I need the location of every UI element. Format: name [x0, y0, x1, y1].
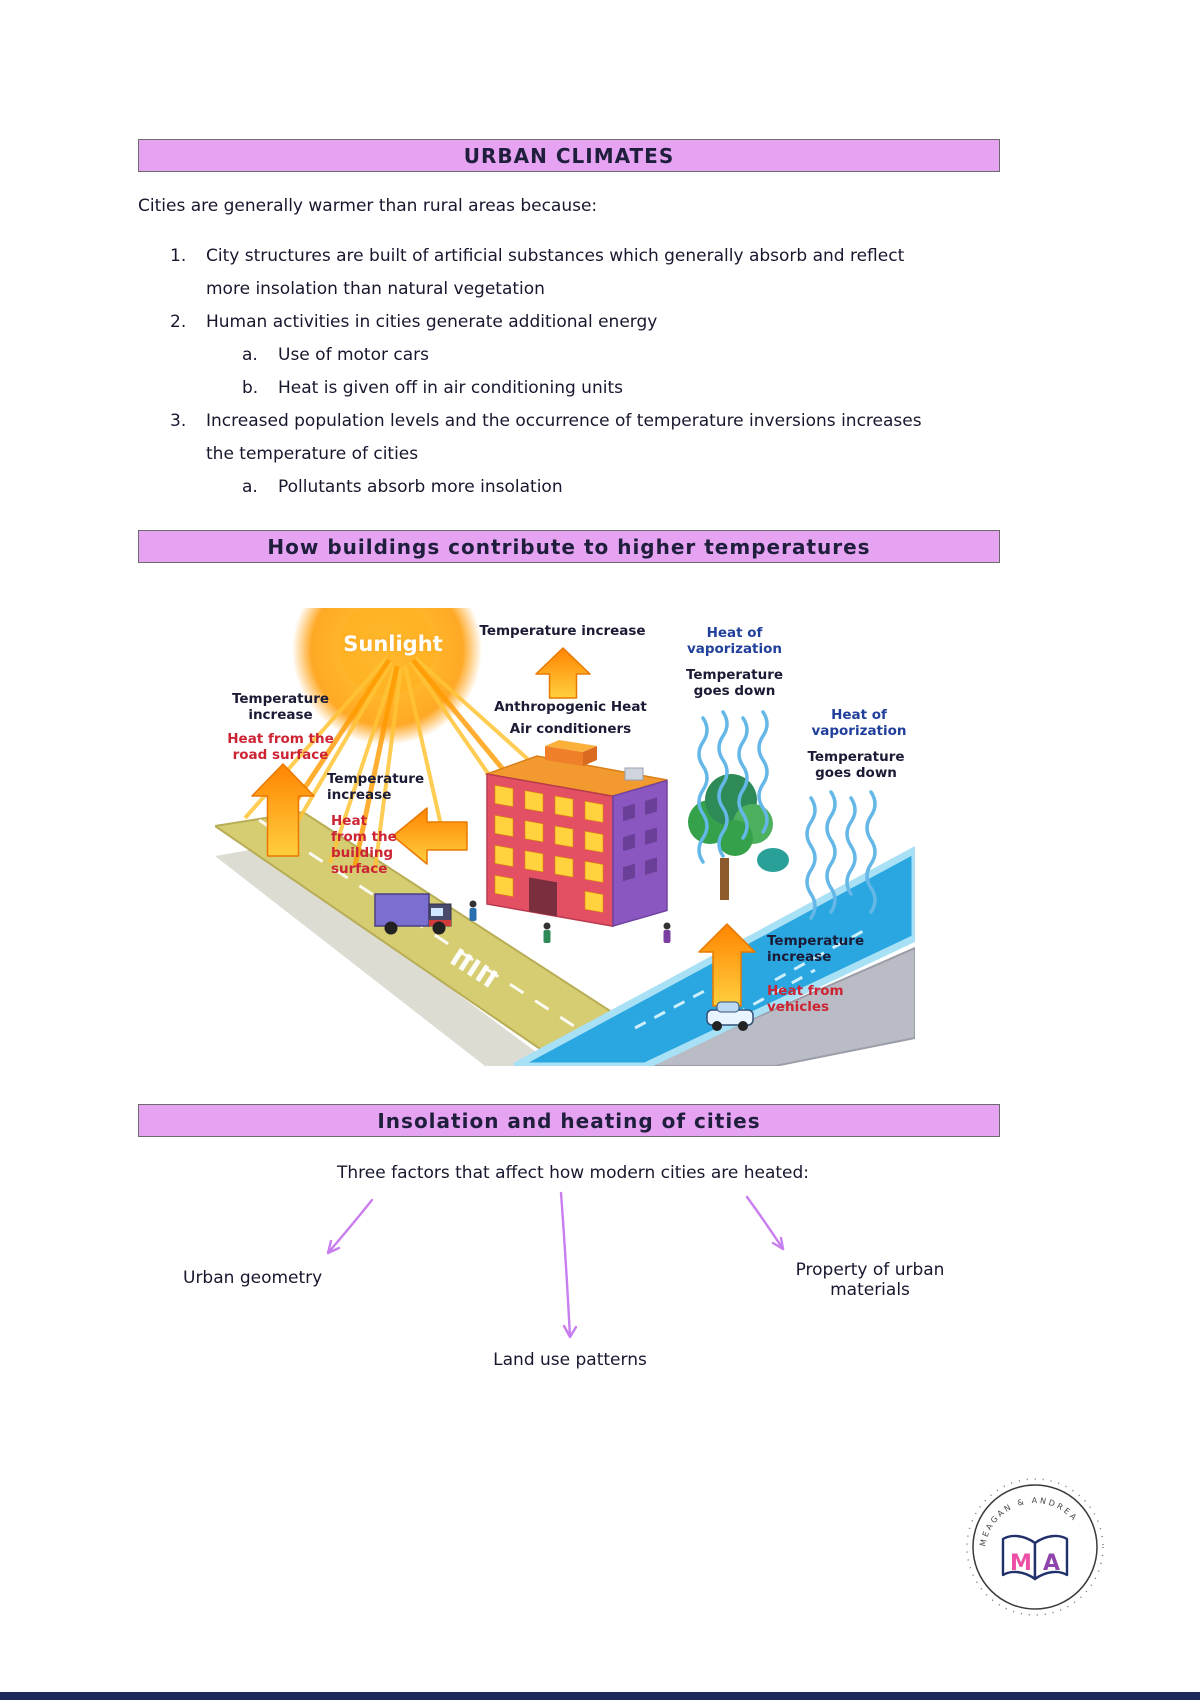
- section-banner-insolation: Insolation and heating of cities: [138, 1104, 1000, 1137]
- label-temperature-increase-top: Temperature increase: [479, 623, 646, 639]
- label-temperature-increase-bottom: Temperature increase: [767, 933, 865, 965]
- factor-property-materials: Property of urban materials: [795, 1260, 945, 1300]
- building-icon: [484, 740, 668, 928]
- list-subitem: a. Use of motor cars: [242, 339, 990, 372]
- list-subitem: b. Heat is given off in air conditioning…: [242, 372, 990, 405]
- arrow-to-urban-geometry: [326, 1198, 374, 1255]
- pedestrians: [469, 900, 671, 943]
- section-title: Insolation and heating of cities: [377, 1108, 761, 1133]
- list-text: Pollutants absorb more insolation: [278, 477, 563, 497]
- label-heat-of-vaporization-1: Heat of vaporization: [686, 625, 783, 657]
- label-temperature-goes-down-2: Temperature goes down: [807, 749, 905, 781]
- arrow-to-property: [745, 1195, 785, 1251]
- label-heat-from-vehicles: Heat from vehicles: [767, 983, 844, 1015]
- authors-logo: MEAGAN & ANDREA M A: [966, 1478, 1104, 1616]
- open-book-icon: M A: [1001, 1534, 1069, 1581]
- vapor-waves-right: [805, 790, 877, 920]
- urban-heat-diagram: Sunlight Temperature increase Heat of va…: [215, 608, 915, 1066]
- list-item: 2. Human activities in cities generate a…: [170, 306, 990, 339]
- label-heat-of-vaporization-2: Heat of vaporization: [811, 707, 907, 739]
- vapor-waves-left: [697, 710, 769, 864]
- list-item: 1. City structures are built of artifici…: [170, 240, 990, 306]
- label-sunlight: Sunlight: [343, 632, 443, 656]
- left-arrow-building: [392, 807, 468, 865]
- factor-land-use: Land use patterns: [493, 1350, 647, 1370]
- page-title: URBAN CLIMATES: [463, 143, 675, 168]
- factor-urban-geometry: Urban geometry: [183, 1268, 323, 1288]
- arrow-to-land-use: [559, 1191, 572, 1339]
- list-text: Heat is given off in air conditioning un…: [278, 378, 623, 398]
- list-text: Human activities in cities generate addi…: [206, 312, 658, 332]
- sidewalk: [215, 848, 555, 1066]
- label-heat-from-road: Heat from the road surface: [227, 731, 334, 763]
- list-text: Increased population levels and the occu…: [206, 411, 922, 464]
- heat-arrows: [251, 647, 756, 1007]
- list-subitem: a. Pollutants absorb more insolation: [242, 471, 990, 504]
- label-heat-from-building: Heat from the building surface: [331, 813, 397, 877]
- label-air-conditioners: Air conditioners: [509, 721, 632, 737]
- label-anthropogenic-heat: Anthropogenic Heat: [494, 699, 647, 715]
- truck-icon: [374, 893, 452, 935]
- list-text: City structures are built of artificial …: [206, 246, 905, 299]
- label-temperature-increase-left: Temperature increase: [231, 691, 330, 723]
- title-banner: URBAN CLIMATES: [138, 139, 1000, 172]
- car-icon: [706, 1001, 754, 1031]
- logo-letter-m: M: [1010, 1551, 1032, 1576]
- urban-heat-diagram-graphic: [215, 608, 915, 1066]
- section-title: How buildings contribute to higher tempe…: [267, 534, 871, 559]
- factors-heading: Three factors that affect how modern cit…: [336, 1163, 810, 1183]
- page-footer-bar: [0, 1692, 1200, 1700]
- list-letter: a.: [242, 477, 258, 497]
- up-arrow-road: [251, 763, 315, 857]
- reasons-list: 1. City structures are built of artifici…: [170, 240, 990, 504]
- list-number: 3.: [170, 411, 187, 431]
- crosswalk: [450, 948, 498, 988]
- logo-letter-a: A: [1043, 1551, 1060, 1576]
- label-temperature-goes-down-1: Temperature goes down: [685, 667, 784, 699]
- list-number: 1.: [170, 246, 187, 266]
- list-item: 3. Increased population levels and the o…: [170, 405, 990, 471]
- label-temperature-increase-mid: Temperature increase: [327, 771, 425, 803]
- list-number: 2.: [170, 312, 187, 332]
- list-letter: a.: [242, 345, 258, 365]
- list-text: Use of motor cars: [278, 345, 429, 365]
- up-arrow-anthropogenic: [535, 647, 591, 699]
- intro-text: Cities are generally warmer than rural a…: [138, 196, 598, 216]
- section-banner-buildings: How buildings contribute to higher tempe…: [138, 530, 1000, 563]
- list-letter: b.: [242, 378, 259, 398]
- factor-arrows: [326, 1191, 785, 1339]
